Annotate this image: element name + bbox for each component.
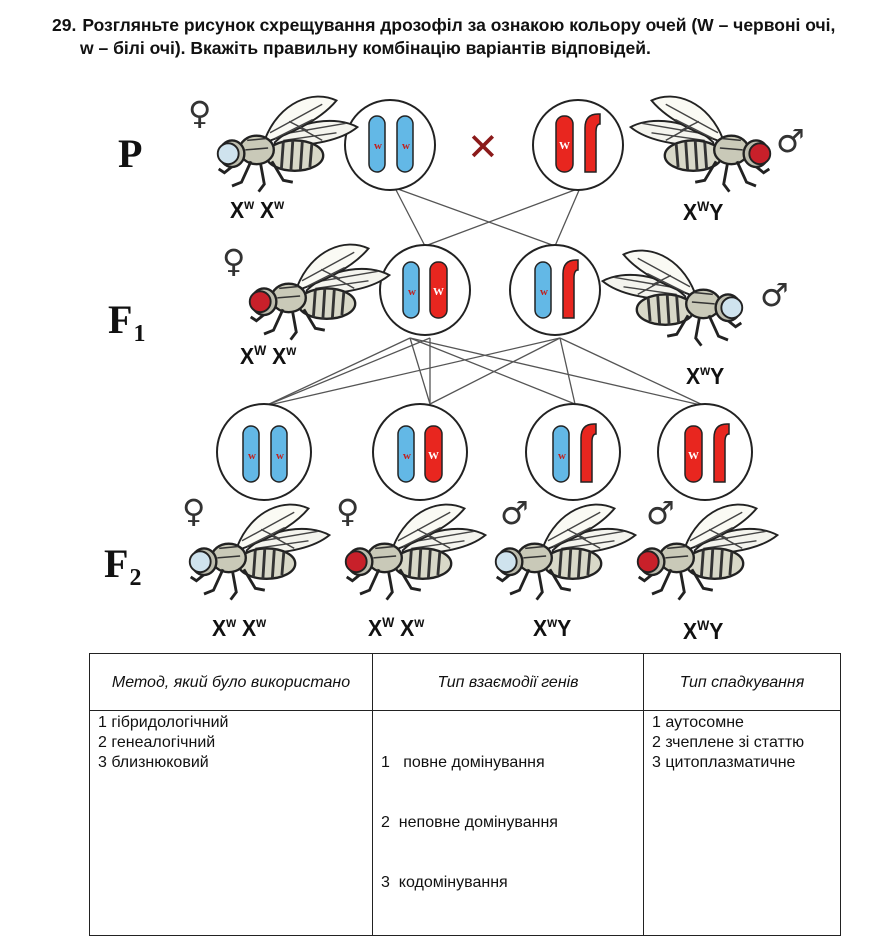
generation-label-f2: F2 <box>104 541 142 591</box>
option-item: 2 генеалогічний <box>98 734 216 751</box>
option-item: 2 неповне домінування <box>381 814 558 831</box>
cross-diagram: w w w w w w w w W W W W ✕ ♀ ♂ <box>182 94 805 602</box>
question-line-1: Розгляньте рисунок схрещування дрозофіл … <box>82 15 836 35</box>
options-gene-interaction: 1 повне домінування 2 неповне домінуванн… <box>372 710 644 936</box>
female-symbol: ♀ <box>336 492 359 530</box>
options-method: 1 гібридологічний 2 генеалогічний 3 близ… <box>89 710 373 936</box>
chromosomes <box>242 113 730 483</box>
option-item: 3 цитоплазматичне <box>652 754 796 771</box>
inheritance-lines <box>264 187 706 407</box>
column-header-inheritance: Тип спадкування <box>643 653 841 711</box>
male-symbol: ♂ <box>776 122 805 160</box>
male-symbol: ♂ <box>760 276 789 314</box>
column-header-gene-interaction: Тип взаємодії генів <box>372 653 644 711</box>
allele-label: W <box>559 140 570 152</box>
table-row: 1 гібридологічний 2 генеалогічний 3 близ… <box>89 710 841 936</box>
allele-label: w <box>402 140 410 152</box>
genotype-f1-male: XwY <box>686 362 725 389</box>
genotype-f2-1: Xw Xw <box>212 614 267 641</box>
option-item: 1 аутосомне <box>652 714 744 731</box>
fly-f2-1 <box>188 503 331 602</box>
male-symbol: ♂ <box>500 494 529 532</box>
fly-p-male <box>629 95 772 194</box>
question-number: 29. <box>52 15 77 35</box>
genotype-p-male: XWY <box>683 198 724 225</box>
genotype-f2-3: XwY <box>533 614 572 641</box>
fly-f2-2 <box>344 503 487 602</box>
fly-f1-female <box>248 243 391 342</box>
genotype-f2-2: XW Xw <box>368 614 425 641</box>
allele-label: w <box>408 286 416 298</box>
allele-label: w <box>248 450 256 462</box>
option-item: 3 кодомінування <box>381 874 508 891</box>
option-item: 2 зчеплене зі статтю <box>652 734 805 751</box>
cross-symbol: ✕ <box>467 125 499 169</box>
fly-f2-4 <box>636 503 779 602</box>
options-inheritance: 1 аутосомне 2 зчеплене зі статтю 3 цитоп… <box>643 710 841 936</box>
generation-label-p: P <box>118 131 143 176</box>
fly-p-female <box>216 95 359 194</box>
fly-f1-male <box>601 249 744 348</box>
female-symbol: ♀ <box>182 492 205 530</box>
generation-label-f1: F1 <box>108 297 146 347</box>
question-line-2: w – білі очі). Вкажіть правильну комбіна… <box>80 38 651 58</box>
allele-label: W <box>428 450 439 462</box>
option-item: 1 гібридологічний <box>98 714 229 731</box>
female-symbol: ♀ <box>222 242 245 280</box>
answer-options-table: Метод, який було використано Тип взаємод… <box>89 653 841 936</box>
option-item: 1 повне домінування <box>381 754 545 771</box>
question-text: 29.Розгляньте рисунок схрещування дрозоф… <box>52 14 882 60</box>
allele-label: w <box>374 140 382 152</box>
allele-label: w <box>276 450 284 462</box>
genotype-p-female: Xw Xw <box>230 196 285 223</box>
male-symbol: ♂ <box>646 494 675 532</box>
allele-label: W <box>433 286 444 298</box>
genotype-f2-4: XWY <box>683 617 724 644</box>
fly-f2-3 <box>494 503 637 602</box>
allele-label: w <box>540 286 548 298</box>
female-symbol: ♀ <box>188 94 211 132</box>
option-item: 3 близнюковий <box>98 754 209 771</box>
genotype-f1-female: XW Xw <box>240 342 297 369</box>
allele-label: W <box>688 450 699 462</box>
allele-label: w <box>403 450 411 462</box>
column-header-method: Метод, який було використано <box>89 653 373 711</box>
allele-label: w <box>558 450 566 462</box>
